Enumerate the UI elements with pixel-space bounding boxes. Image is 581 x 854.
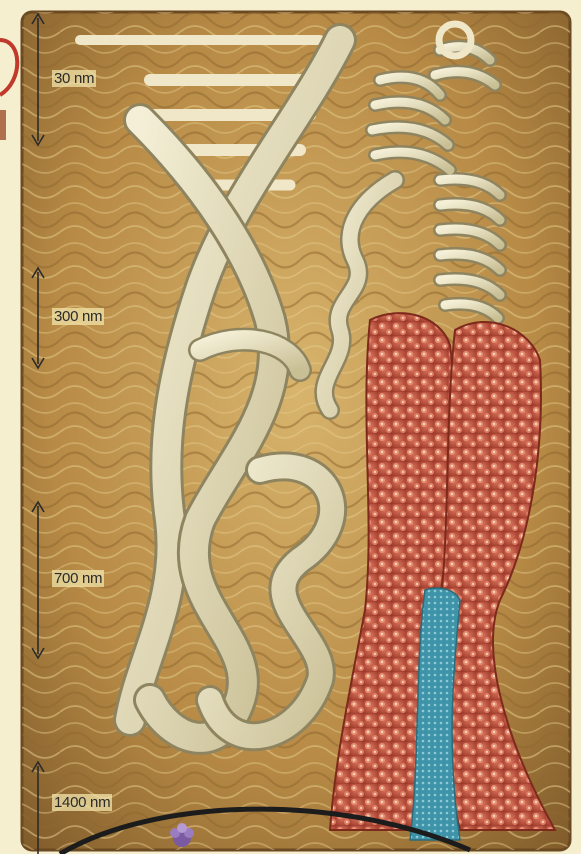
scale-label: 300 nm: [52, 308, 104, 325]
scale-label: 1400 nm: [52, 794, 112, 811]
double-arrow-icon: [28, 266, 48, 370]
scale-bar-30nm: 30 nm: [28, 12, 148, 147]
scale-label: 700 nm: [52, 570, 104, 587]
scale-bar-300nm: 300 nm: [28, 266, 148, 370]
scale-bar-700nm: 700 nm: [28, 500, 148, 660]
scale-label: 30 nm: [52, 70, 96, 87]
double-arrow-icon: [28, 500, 48, 660]
double-arrow-icon: [28, 12, 48, 147]
double-arrow-icon: [28, 760, 48, 854]
scale-bar-1400nm: 1400 nm: [28, 760, 148, 854]
